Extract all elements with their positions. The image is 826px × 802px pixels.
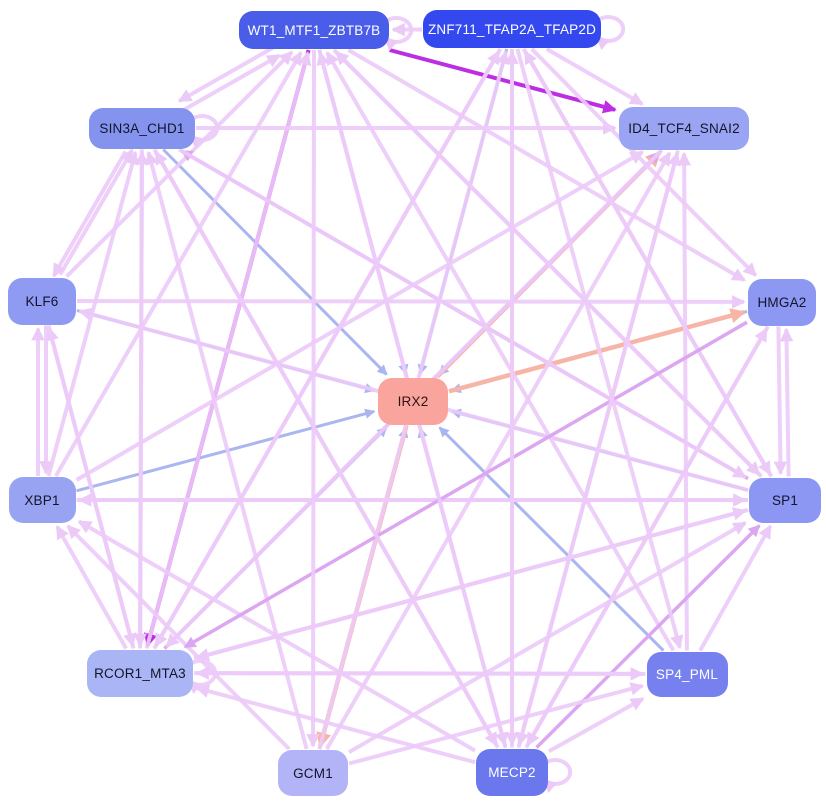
edge-sp4-sp1 <box>698 524 773 652</box>
node-KLF6[interactable]: KLF6 <box>8 277 76 325</box>
edge-hmga2-sp1 <box>773 326 788 476</box>
edge-klf6-hmga2 <box>76 295 746 309</box>
edge-wt1-sp1 <box>332 48 761 476</box>
self-loop-mecp2 <box>542 758 573 793</box>
node-HMGA2[interactable]: HMGA2 <box>748 278 816 326</box>
node-label: XBP1 <box>24 492 60 508</box>
edge-mecp2-sp4 <box>548 696 645 754</box>
node-label: GCM1 <box>293 765 333 781</box>
node-RCOR1_MTA3[interactable]: RCOR1_MTA3 <box>87 649 193 697</box>
edge-sin3a-sp1 <box>178 147 747 479</box>
node-ID4_TCF4_SNAI2[interactable]: ID4_TCF4_SNAI2 <box>619 106 749 150</box>
self-loop-sin3a <box>189 114 220 149</box>
self-loop-wt1 <box>383 16 414 51</box>
edge-wt1-gcm1 <box>306 49 320 748</box>
edge-sin3a-rcor1 <box>133 149 147 648</box>
edge-rcor1-xbp1 <box>55 525 128 650</box>
node-label: WT1_MTF1_ZBTB7B <box>247 22 381 38</box>
edge-wt1-id4 <box>388 48 617 114</box>
node-label: SP4_PML <box>655 666 719 682</box>
edge-id4-mecp2 <box>515 149 680 747</box>
node-label: SIN3A_CHD1 <box>99 120 185 136</box>
node-label: ID4_TCF4_SNAI2 <box>628 120 740 136</box>
self-loop-rcor1 <box>187 659 218 694</box>
edge-wt1-sin3a <box>177 44 277 103</box>
self-loop-znf711 <box>595 15 626 50</box>
edge-gcm1-id4 <box>325 151 672 750</box>
node-XBP1[interactable]: XBP1 <box>8 477 76 523</box>
edge-xbp1-id4 <box>75 150 645 482</box>
node-SP4_PML[interactable]: SP4_PML <box>646 651 728 697</box>
node-label: MECP2 <box>488 764 536 780</box>
edge-klf6-sin3a <box>58 148 134 276</box>
node-IRX2[interactable]: IRX2 <box>378 377 448 425</box>
edge-klf6-wt1 <box>65 50 294 278</box>
edge-rcor1-sp4 <box>193 667 645 681</box>
edge-sp1-hmga2 <box>779 327 794 477</box>
edge-sin3a-wt1 <box>181 53 281 113</box>
node-label: RCOR1_MTA3 <box>94 665 186 681</box>
edge-xbp1-irx2 <box>76 408 376 493</box>
edge-irx2-hmga2 <box>448 308 746 394</box>
node-ZNF711_TFAP2A_TFAP2D[interactable]: ZNF711_TFAP2A_TFAP2D <box>423 10 601 48</box>
edge-mecp2-sp1 <box>535 524 761 749</box>
edge-sp4-irx2 <box>438 426 665 652</box>
node-label: ZNF711_TFAP2A_TFAP2D <box>427 21 597 37</box>
edge-sp1-rcor1 <box>195 507 749 662</box>
edge-sin3a-klf6 <box>51 150 128 278</box>
edge-sp4-wt1 <box>325 51 676 652</box>
node-label: IRX2 <box>397 393 429 409</box>
edge-znf711-rcor1 <box>153 47 503 648</box>
edge-gcm1-sin3a <box>144 150 309 750</box>
edge-hmga2-mecp2 <box>525 325 770 747</box>
edge-znf711-hmga2 <box>530 47 758 277</box>
node-label: HMGA2 <box>757 294 807 310</box>
edge-sin3a-mecp2 <box>152 148 499 747</box>
node-MECP2[interactable]: MECP2 <box>476 748 548 796</box>
edge-mecp2-rcor1 <box>195 684 476 765</box>
edge-gcm1-sp4 <box>348 682 645 766</box>
edge-klf6-rcor1 <box>46 324 137 648</box>
edge-hmga2-rcor1 <box>183 320 748 649</box>
edge-wt1-hmga2 <box>347 48 746 282</box>
edge-sin3a-irx2 <box>162 148 388 376</box>
edge-znf711-id4 <box>545 47 644 106</box>
node-label: SP1 <box>771 492 799 508</box>
node-label: KLF6 <box>25 293 59 309</box>
node-SIN3A_CHD1[interactable]: SIN3A_CHD1 <box>89 107 195 149</box>
node-WT1_MTF1_ZBTB7B[interactable]: WT1_MTF1_ZBTB7B <box>239 11 389 49</box>
edge-znf711-sp4 <box>515 48 684 650</box>
node-SP1[interactable]: SP1 <box>749 477 821 523</box>
node-GCM1[interactable]: GCM1 <box>278 750 348 796</box>
